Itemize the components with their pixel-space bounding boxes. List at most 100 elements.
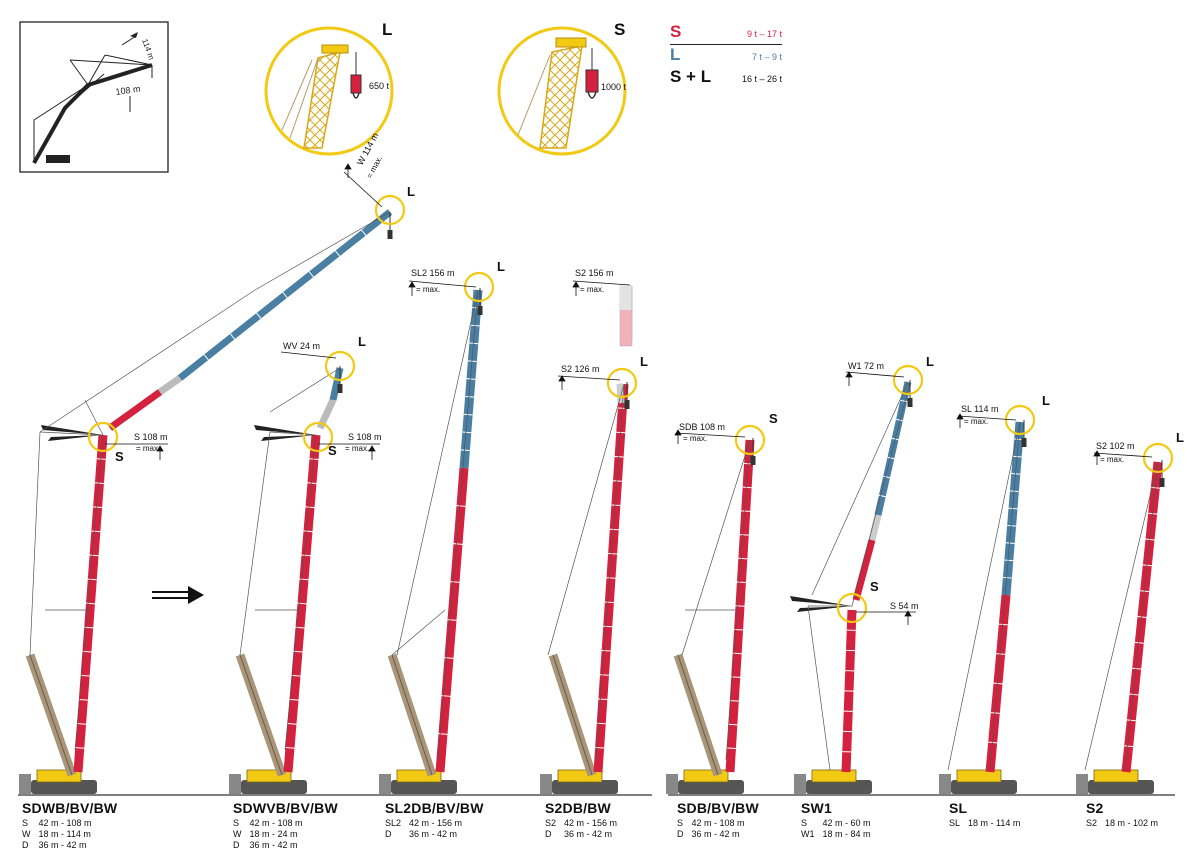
- c1-s-max: = max.: [136, 444, 160, 453]
- crane-2-wv-upper: [329, 367, 344, 401]
- section-code: W1: [801, 829, 815, 839]
- c7-max: = max.: [964, 417, 988, 426]
- guy-rope: [851, 381, 911, 607]
- detail-s-load: 1000 t: [601, 82, 627, 92]
- crane-2-circle-s: [302, 421, 334, 453]
- crane-5-derrick: [673, 653, 723, 777]
- crane-4-hook: [624, 382, 630, 409]
- guy-rope: [811, 381, 909, 596]
- guy-rope: [807, 605, 831, 771]
- section-code: S2: [1086, 818, 1098, 828]
- section-range: 18 m - 114 m: [968, 818, 1021, 828]
- section-code: SL: [949, 818, 961, 828]
- section-code: W: [22, 829, 31, 839]
- guy-rope: [547, 383, 625, 656]
- crane-4-circle-l: [606, 367, 638, 399]
- section-code: S: [677, 818, 684, 828]
- section-range: 42 m - 108 m: [249, 818, 303, 828]
- c4-l-letter: L: [640, 354, 648, 369]
- guy-rope: [1124, 461, 1159, 771]
- section-range: 36 m - 42 m: [38, 840, 87, 850]
- guy-rope: [396, 289, 479, 656]
- legend-key-s: S: [670, 22, 682, 41]
- section-code: W: [233, 829, 242, 839]
- c4-s2a-label: S2 156 m: [575, 268, 614, 278]
- crane-2-circle-l: [324, 350, 356, 382]
- section-range: 18 m - 114 m: [38, 829, 91, 839]
- section-range: 36 m - 42 m: [409, 829, 458, 839]
- c3-l-letter: L: [497, 259, 505, 274]
- legend-value-l: 7 t – 9 t: [751, 52, 782, 62]
- overview-dim-mid: 108 m: [115, 84, 141, 97]
- legend-row-l: L 7 t – 9 t: [670, 45, 782, 67]
- max-arrows: [156, 163, 1101, 625]
- c8-max: = max.: [1100, 455, 1124, 464]
- config-title: SL: [949, 800, 968, 816]
- c5-max: = max.: [683, 434, 707, 443]
- section-code: D: [233, 840, 240, 850]
- crane-6-base: [794, 769, 872, 794]
- c5-sdb-label: SDB 108 m: [679, 422, 725, 432]
- crane-6-w1-mid: [868, 514, 882, 541]
- section-code: D: [545, 829, 552, 839]
- guy-rope: [254, 211, 391, 291]
- crane-1-jib-upper: [177, 209, 393, 381]
- guy-rope: [39, 289, 256, 433]
- crane-3-lower-boom: [435, 467, 469, 773]
- crane-3-circle-l: [463, 271, 495, 303]
- crane-2-hook: [337, 366, 343, 393]
- detail-circle-l: 650 t L: [264, 20, 394, 156]
- crane-4-base: [540, 769, 618, 794]
- config-title: SW1: [801, 800, 832, 816]
- crane-8-circle-l: [1142, 442, 1174, 474]
- guy-rope: [437, 289, 479, 761]
- crane-3-upper-boom: [459, 289, 483, 469]
- crane-7-upper-boom: [1001, 421, 1025, 596]
- section-code: S: [801, 818, 808, 828]
- legend-row-s: S 9 t – 17 t: [670, 22, 782, 45]
- boom-load-legend: S 9 t – 17 t L 7 t – 9 t S + L 16 t – 26…: [670, 22, 782, 89]
- guy-rope: [595, 383, 625, 761]
- c5-s-letter: S: [769, 411, 778, 426]
- crane-3-hook: [477, 288, 483, 315]
- section-range: 42 m - 156 m: [409, 818, 463, 828]
- crane-4-top: [616, 383, 625, 404]
- section-range: 18 m - 102 m: [1105, 818, 1159, 828]
- transition-arrow-icon: [152, 586, 204, 604]
- guy-rope: [269, 431, 317, 436]
- c2-s-label: S 108 m: [348, 432, 382, 442]
- crane-5-hook: [750, 438, 756, 465]
- guy-rope: [1084, 461, 1159, 771]
- crane-7-hook: [1021, 420, 1027, 447]
- c2-s-letter: S: [328, 443, 337, 458]
- section-range: 18 m - 24 m: [249, 829, 298, 839]
- crane-2-base: [229, 769, 307, 794]
- c2-l-letter: L: [358, 334, 366, 349]
- guy-rope: [284, 434, 317, 751]
- guy-rope: [989, 421, 1021, 771]
- crane-7-base: [939, 769, 1017, 794]
- section-range: 36 m - 42 m: [564, 829, 613, 839]
- legend-key-l: L: [670, 45, 681, 64]
- crane-5-circle-s: [734, 424, 766, 456]
- c6-s54-label: S 54 m: [890, 601, 919, 611]
- crane-7-circle-l: [1004, 404, 1036, 436]
- crane-2-mast: [254, 425, 316, 441]
- config-title: SDB/BV/BW: [677, 800, 759, 816]
- callout-labels: W 114 m = max. L S 108 m = max. S WV 24 …: [105, 131, 1184, 613]
- detail-s-letter: S: [614, 20, 625, 39]
- c7-sl-label: SL 114 m: [961, 404, 999, 414]
- config-title: SDWVB/BV/BW: [233, 800, 338, 816]
- crane-4-boom: [593, 383, 629, 773]
- c3-max: = max.: [416, 285, 440, 294]
- section-range: 36 m - 42 m: [691, 829, 740, 839]
- guy-rope: [681, 439, 751, 656]
- crane-3-base: [379, 769, 457, 794]
- crane-1-jib-lower: [107, 389, 163, 431]
- crane-8-base: [1076, 769, 1154, 794]
- crane-6-circle-s: [836, 592, 868, 624]
